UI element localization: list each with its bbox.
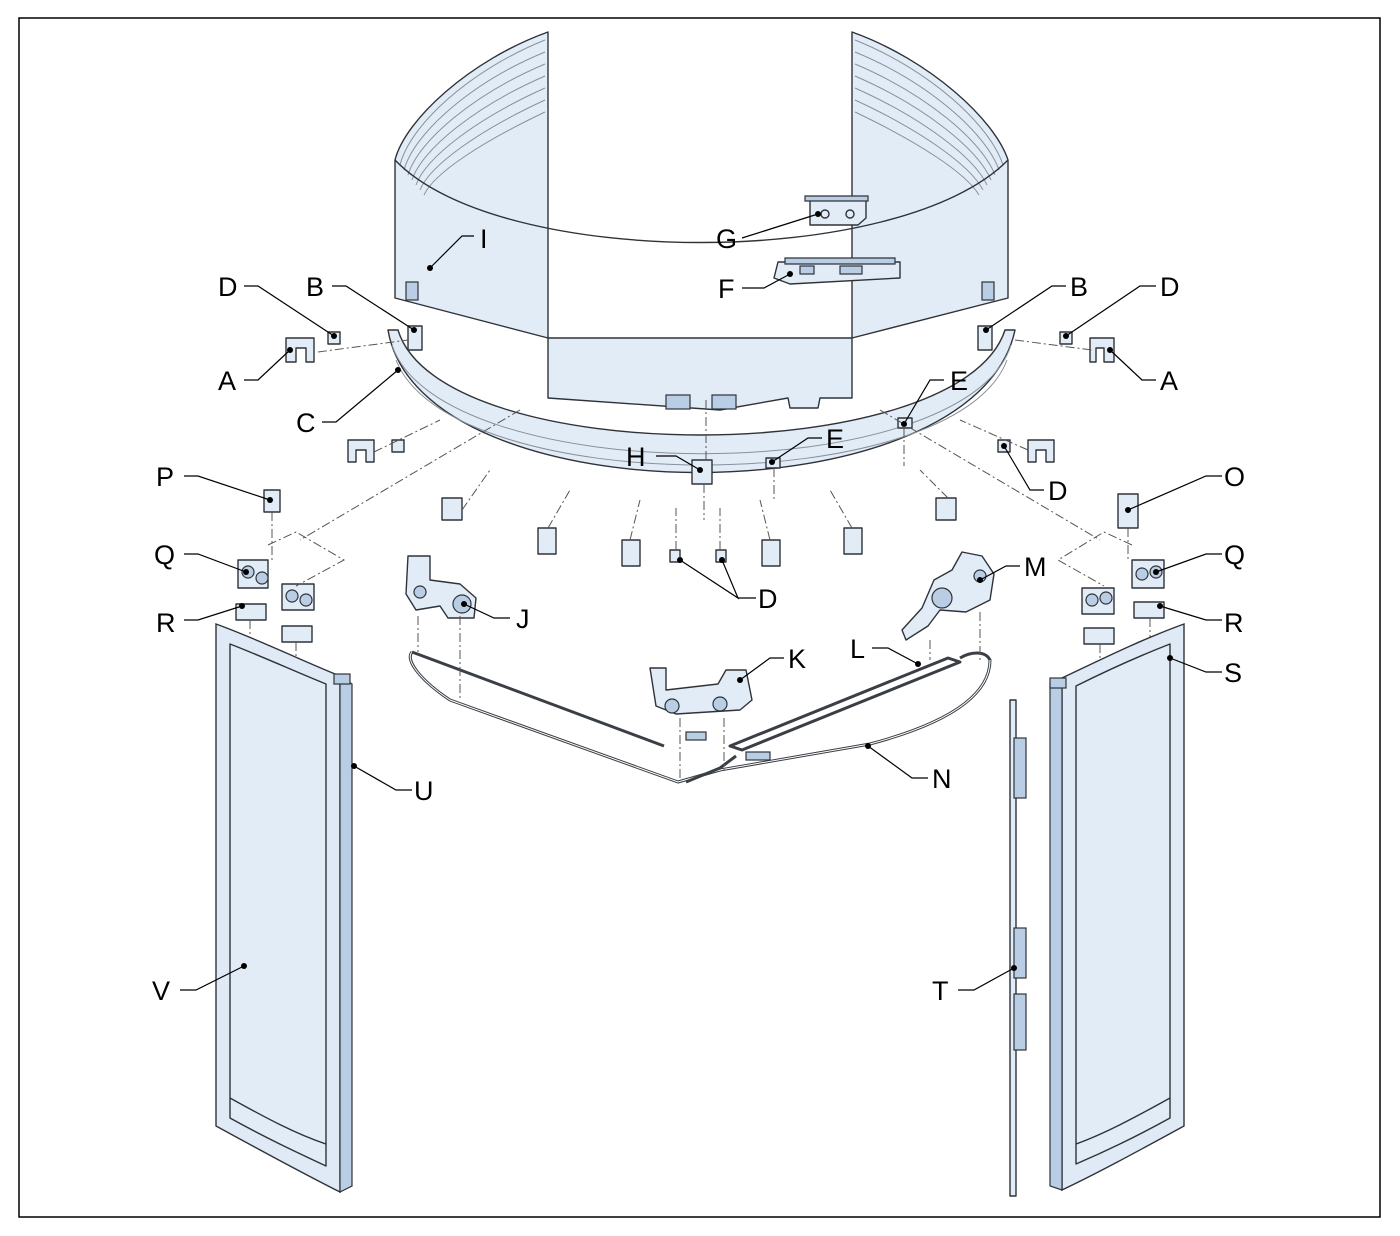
part-A-lower-left-bracket [347,439,375,463]
part-A-right-bracket [1089,337,1115,363]
callout-M: M [977,552,1047,583]
label-B: B [306,272,324,302]
track-carrier [935,497,957,521]
callout-I: I [427,224,488,271]
part-N-belt-loop [408,650,992,784]
part-I-header-cover [394,31,1009,411]
track-carrier [843,527,863,555]
callout-V: V [152,963,247,1006]
part-Q-roller-right [1131,559,1165,589]
callout-O: O [1125,462,1245,513]
label-U: U [414,776,434,806]
callout-D-right-track: D [1001,443,1068,506]
diagram-frame [18,17,1381,1218]
callout-B-right: B [983,272,1088,333]
label-M: M [1024,552,1047,582]
track-carrier [621,539,641,567]
callout-K: K [737,644,806,683]
part-Q-roller-left-2 [281,583,315,611]
label-D-top-right: D [1160,272,1180,302]
callout-R-left: R [156,603,245,638]
callout-U: U [351,763,434,806]
label-J: J [516,604,530,634]
part-R-bracket-right [1133,601,1165,619]
callout-J: J [461,601,530,634]
part-A-left-bracket [285,337,315,363]
label-B-right: B [1070,272,1088,302]
callout-C: C [296,367,401,438]
label-Q-right: Q [1224,540,1245,570]
callout-A-left: A [218,347,293,396]
callout-G: G [716,211,821,254]
part-B-plate-left [407,325,423,351]
label-R-right: R [1224,608,1244,638]
label-T: T [932,976,949,1006]
track-carrier [441,497,463,521]
label-R: R [156,608,176,638]
part-A-lower-right-bracket [1027,439,1055,463]
label-E: E [950,366,968,396]
callout-N: N [865,743,952,794]
callout-E-right: E [901,366,968,427]
label-I: I [480,224,488,254]
label-N: N [932,764,952,794]
assembly-lines [249,339,1151,780]
callout-Q-left: Q [154,540,249,575]
label-O: O [1224,462,1245,492]
callout-D-top-right: D [1063,272,1180,339]
part-S-right-door-leaf [1049,623,1185,1192]
part-C-curved-track [387,329,1016,474]
part-F-drive-rail [773,257,901,285]
callout-D-top-left: D [218,272,337,339]
part-D-lower-left-clip [391,439,405,453]
label-P: P [156,462,174,492]
label-A-right: A [1160,366,1178,396]
label-H: H [626,442,646,472]
label-C: C [296,408,316,438]
label-A: A [218,366,236,396]
callout-S: S [1167,655,1242,688]
label-D: D [218,272,238,302]
part-R-bracket-right-2 [1083,627,1115,645]
part-V-left-door-leaf [215,623,341,1194]
callout-L: L [850,634,921,667]
callout-Q-right: Q [1153,540,1245,575]
label-D-center: D [758,584,778,614]
callout-F: F [718,271,793,304]
label-S: S [1224,658,1242,688]
label-E-center: E [826,424,844,454]
part-Q-roller-left [237,559,269,589]
part-M-right-carriage [901,551,995,641]
part-U-left-door-edge-profile [333,673,353,1193]
label-Q: Q [154,540,175,570]
part-Q-roller-right-2 [1081,587,1115,615]
part-K-center-carriage [649,667,753,715]
callout-A-right: A [1107,347,1178,396]
part-B-plate-right [977,325,993,351]
part-G-bracket [804,195,869,226]
callout-P: P [156,462,273,503]
part-R-bracket-left-2 [281,625,313,643]
label-K: K [788,644,806,674]
callout-T: T [932,965,1017,1006]
part-T-locking-bar [1009,699,1027,1197]
part-J-left-carriage [405,555,477,619]
track-carrier [537,527,557,555]
callout-R-right: R [1157,603,1244,638]
part-L-rod [728,656,962,752]
label-G: G [716,224,737,254]
label-V: V [152,976,170,1006]
label-F: F [718,274,735,304]
callout-E-center: E [769,424,844,465]
label-D-right-track: D [1048,476,1068,506]
label-L: L [850,634,865,664]
track-carrier [761,539,781,567]
callout-B-left: B [306,272,417,333]
callout-D-center: D [677,557,778,614]
callout-H: H [626,442,703,473]
